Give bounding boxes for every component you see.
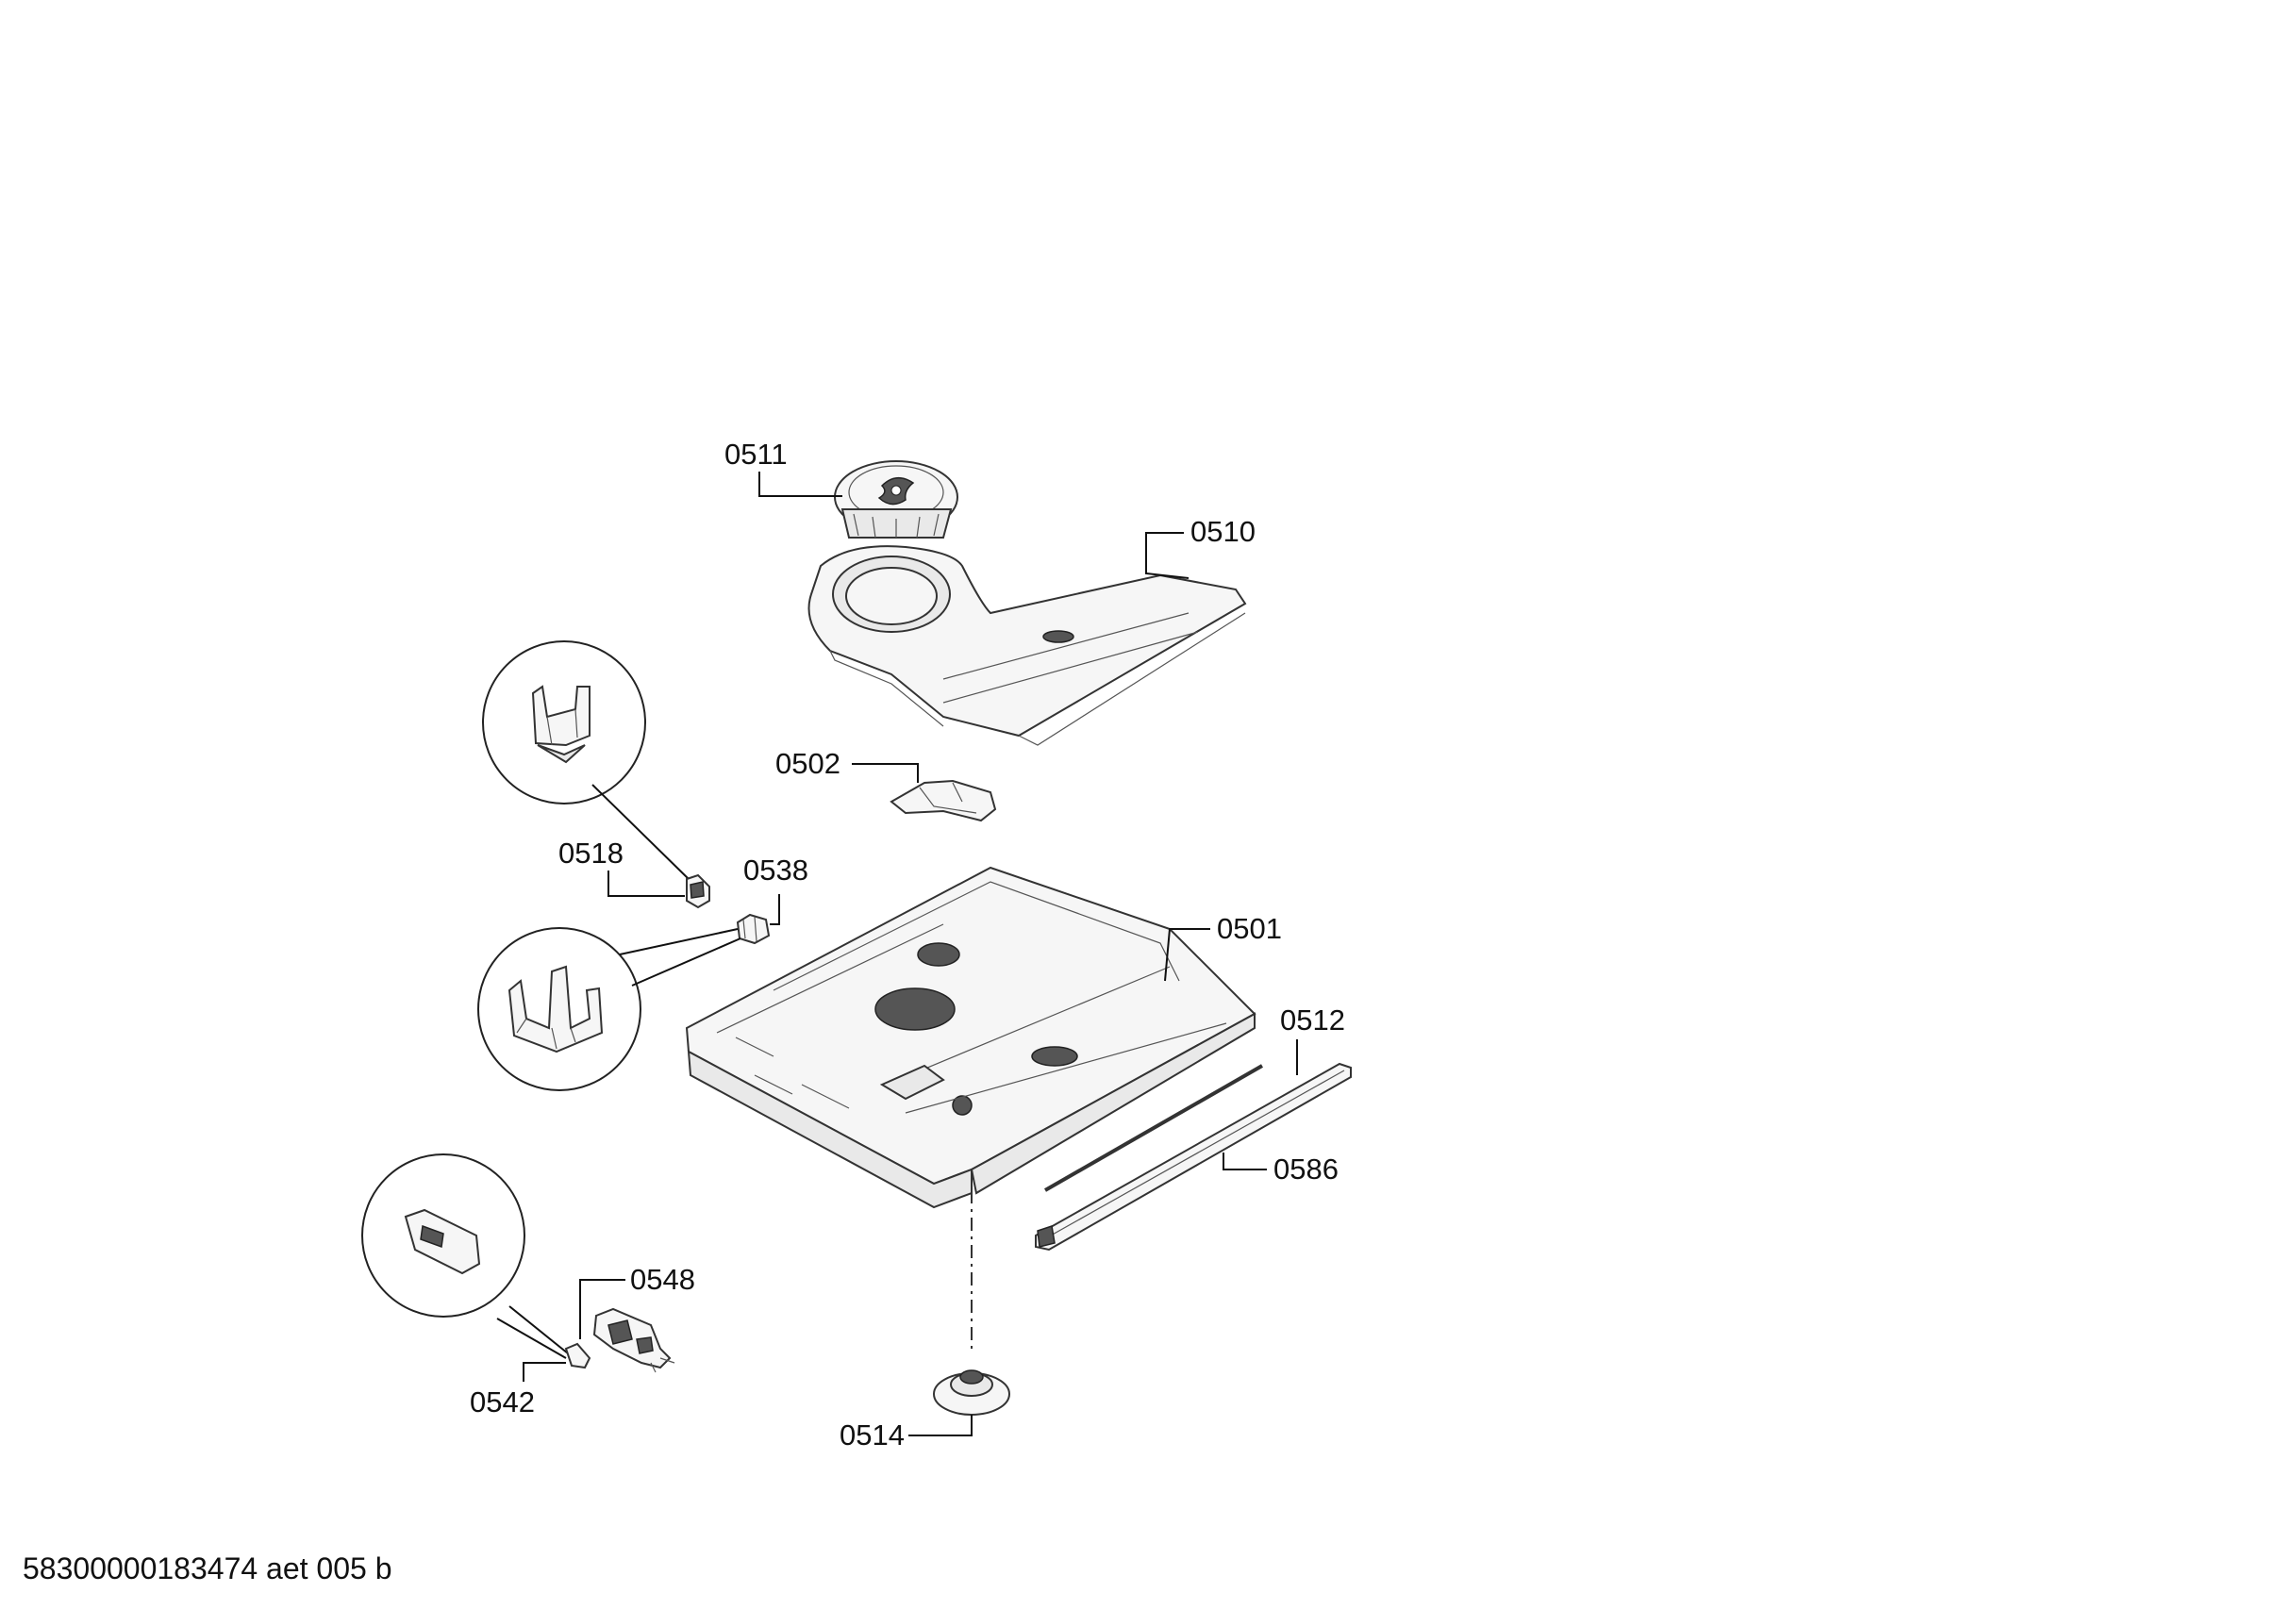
leader-0586 (1223, 1153, 1267, 1170)
part-0501-base-plate[interactable] (685, 866, 1256, 1209)
leader-0542 (523, 1362, 566, 1382)
part-0514-foot[interactable] (933, 1369, 1010, 1416)
part-0538-clip[interactable] (736, 913, 771, 945)
part-0510-air-duct[interactable] (807, 545, 1247, 746)
part-0586-rail[interactable] (1035, 1062, 1352, 1252)
label-0502: 0502 (775, 747, 840, 780)
label-0586: 0586 (1273, 1153, 1339, 1186)
label-0538: 0538 (743, 854, 808, 887)
detail-circle-0518 (482, 640, 690, 880)
part-0502-bracket[interactable] (890, 779, 997, 822)
label-0542: 0542 (470, 1385, 535, 1418)
leader-0518 (607, 871, 685, 897)
label-0511: 0511 (724, 438, 788, 471)
leader-0502 (852, 763, 919, 783)
part-0511-fan-wheel[interactable] (834, 460, 958, 539)
label-0548: 0548 (630, 1263, 695, 1296)
leader-0514 (908, 1415, 973, 1436)
detail-circle-0542 (361, 1153, 569, 1359)
label-0518: 0518 (558, 837, 624, 870)
label-0512: 0512 (1280, 1004, 1345, 1037)
leader-0538 (770, 894, 780, 925)
part-0518-clip[interactable] (686, 873, 710, 909)
document-id-footer: 58300000183474 aet 005 b (23, 1551, 392, 1585)
leader-0548 (579, 1279, 625, 1339)
leader-0511 (758, 472, 842, 497)
label-0514: 0514 (840, 1418, 905, 1451)
label-0510: 0510 (1190, 515, 1256, 548)
part-0512-strip[interactable] (1044, 1064, 1263, 1192)
leader-0510 (1145, 532, 1190, 579)
part-0548-door-switch[interactable] (592, 1307, 675, 1373)
leader-0501 (1164, 928, 1210, 982)
label-0501: 0501 (1217, 912, 1282, 945)
part-0542-switch[interactable] (564, 1342, 591, 1369)
detail-circle-0538 (477, 927, 741, 1091)
